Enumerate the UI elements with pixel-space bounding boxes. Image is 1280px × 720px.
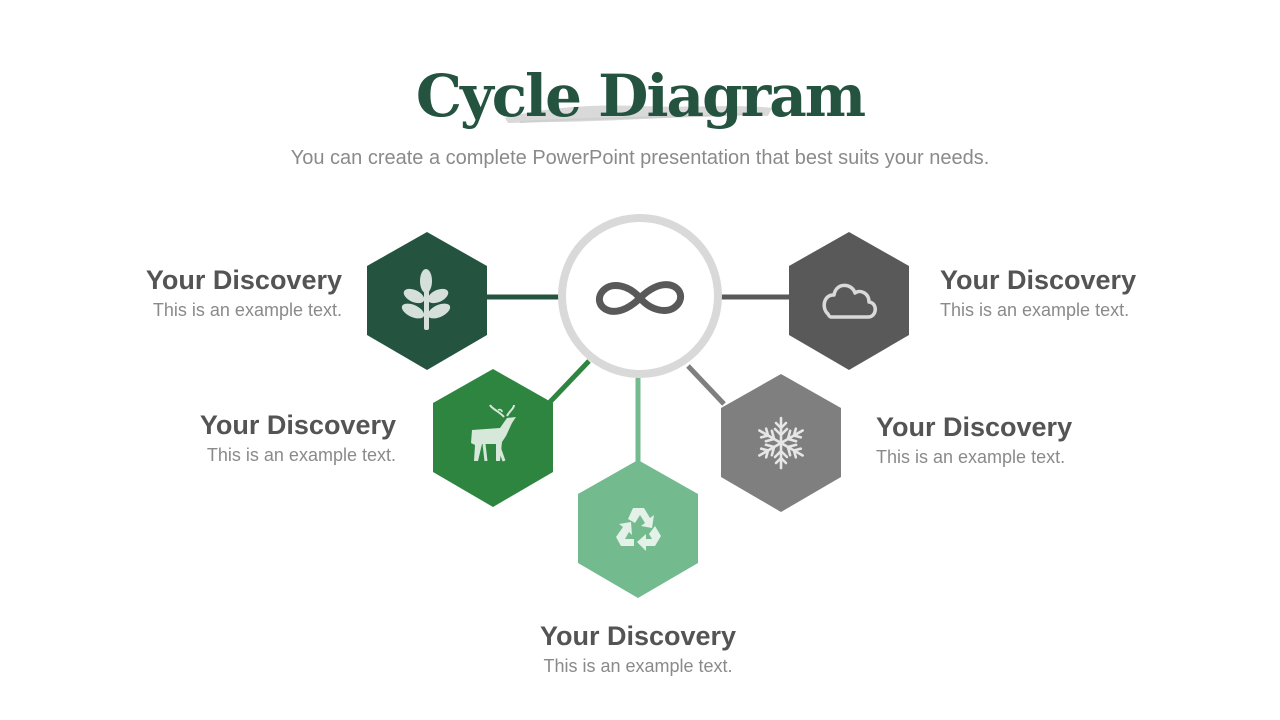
label-bottom: Your Discovery This is an example text. xyxy=(488,619,788,679)
label-heading: Your Discovery xyxy=(539,621,737,651)
label-mid-left: Your Discovery This is an example text. xyxy=(96,408,396,468)
label-heading: Your Discovery xyxy=(940,265,1137,295)
hexagon-mid-right[interactable] xyxy=(721,374,841,512)
infinity-icon xyxy=(595,281,685,315)
brush-stroke-decoration xyxy=(505,105,772,123)
connector-mid-right xyxy=(686,364,726,406)
cloud-icon xyxy=(822,283,877,319)
deer-icon xyxy=(471,404,516,462)
center-hub[interactable] xyxy=(558,214,722,378)
recycle-icon xyxy=(616,508,661,551)
label-text: This is an example text. xyxy=(876,447,1066,467)
connector-mid-left xyxy=(548,359,591,404)
label-text: This is an example text. xyxy=(152,300,342,320)
hexagon-bottom[interactable] xyxy=(578,460,698,598)
label-heading: Your Discovery xyxy=(145,265,342,295)
title-area: Cycle Diagram xyxy=(0,56,1280,136)
plant-icon xyxy=(401,269,451,330)
snowflake-icon xyxy=(758,416,804,470)
label-text: This is an example text. xyxy=(206,445,396,465)
hexagon-mid-left[interactable] xyxy=(433,369,553,507)
hexagon-top-left[interactable] xyxy=(367,232,487,370)
hexagon-top-right[interactable] xyxy=(789,232,909,370)
label-top-left: Your Discovery This is an example text. xyxy=(42,263,342,323)
label-heading: Your Discovery xyxy=(876,412,1073,442)
label-text: This is an example text. xyxy=(940,300,1130,320)
page-title: Cycle Diagram xyxy=(415,62,866,130)
page-subtitle: You can create a complete PowerPoint pre… xyxy=(290,147,990,169)
label-mid-right: Your Discovery This is an example text. xyxy=(876,410,1176,470)
label-heading: Your Discovery xyxy=(199,410,396,440)
label-top-right: Your Discovery This is an example text. xyxy=(940,263,1240,323)
label-text: This is an example text. xyxy=(543,656,733,676)
